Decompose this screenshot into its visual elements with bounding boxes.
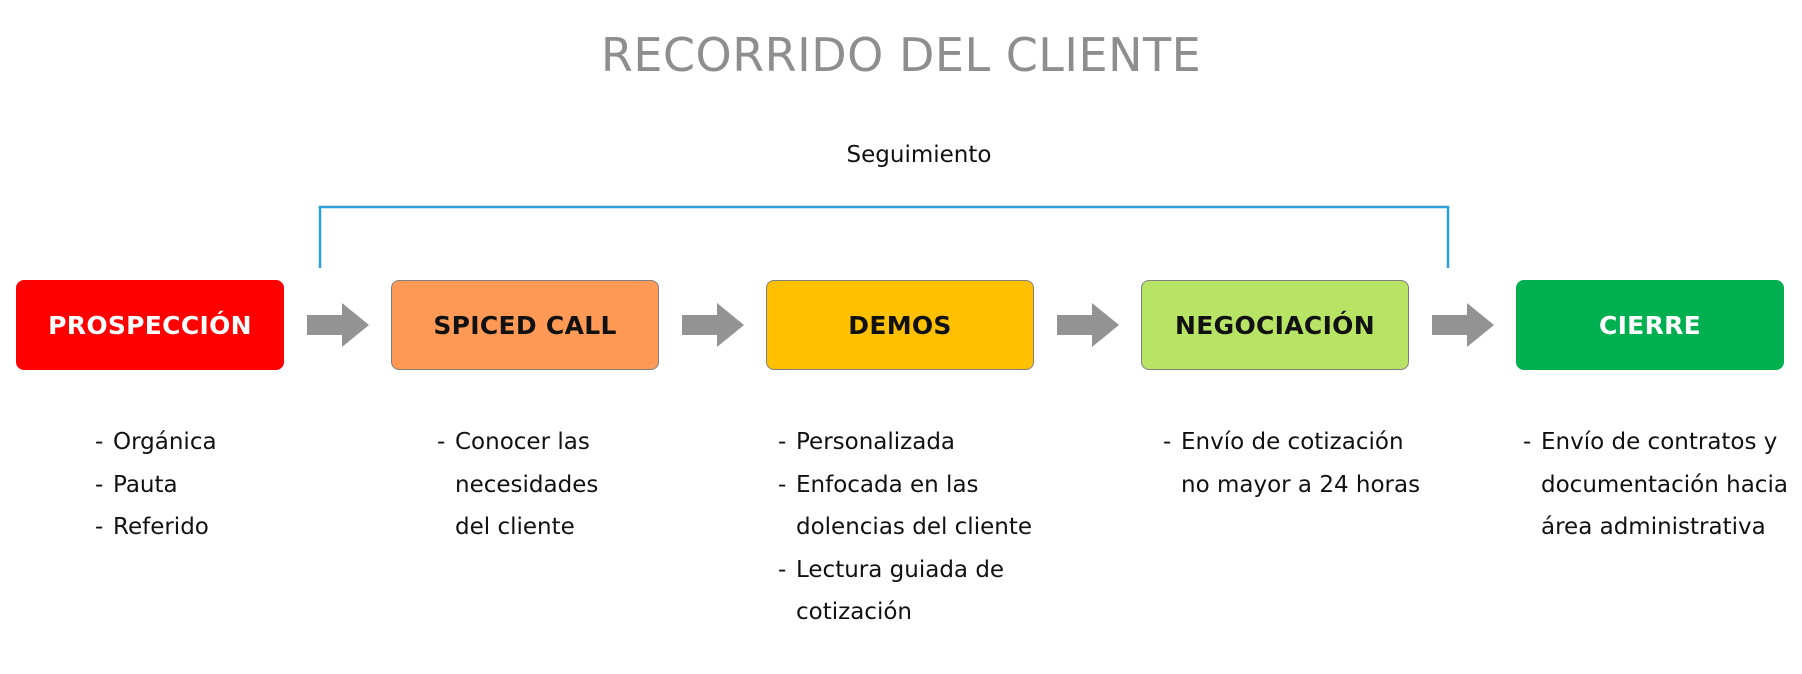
stage-box-cierre: CIERRE (1516, 280, 1784, 370)
detail-bullet: Personalizada (778, 421, 1032, 464)
detail-line: dolencias del cliente (796, 514, 1032, 540)
stage-label: DEMOS (848, 310, 952, 340)
flow-arrow-icon (1432, 303, 1494, 347)
stage-box-demos: DEMOS (766, 280, 1034, 370)
detail-line: necesidades (455, 471, 599, 498)
detail-line: Referido (113, 514, 209, 540)
flow-arrow-icon (1057, 303, 1119, 347)
flow-arrow-icon (307, 303, 369, 347)
stage-box-spiced-call: SPICED CALL (391, 280, 659, 370)
detail-line: área administrativa (1541, 514, 1766, 540)
diagram-title: RECORRIDO DEL CLIENTE (600, 28, 1202, 82)
detail-bullet: Conocer las necesidades del cliente (437, 421, 598, 549)
stage-details-prospeccion: OrgánicaPautaReferido (95, 421, 217, 549)
detail-bullet: Envío de cotización no mayor a 24 horas (1163, 421, 1420, 506)
detail-bullet: Orgánica (95, 421, 217, 464)
stage-label: SPICED CALL (433, 310, 617, 340)
detail-bullet: Referido (95, 506, 217, 549)
stage-label: PROSPECCIÓN (48, 310, 252, 340)
detail-bullet: Lectura guiada de cotización (778, 549, 1032, 634)
detail-line: Orgánica (113, 429, 217, 455)
detail-line: Lectura guiada de (796, 556, 1005, 583)
stage-box-prospeccion: PROSPECCIÓN (16, 280, 284, 370)
stage-details-spiced-call: Conocer las necesidades del cliente (437, 421, 598, 549)
stage-details-cierre: Envío de contratos y documentación hacia á… (1523, 421, 1788, 549)
detail-line: Envío de contratos y (1541, 429, 1778, 455)
detail-line: cotización (796, 599, 912, 625)
followup-label: Seguimiento (846, 142, 992, 168)
detail-line: del cliente (455, 514, 575, 540)
detail-bullet: Pauta (95, 464, 217, 507)
detail-bullet: Enfocada en las dolencias del cliente (778, 464, 1032, 549)
detail-line: Pauta (113, 471, 178, 498)
detail-line: Enfocada en las (796, 471, 979, 498)
detail-line: Personalizada (796, 429, 956, 455)
flow-arrow-icon (682, 303, 744, 347)
stage-details-negociacion: Envío de cotización no mayor a 24 horas (1163, 421, 1420, 506)
stage-label: NEGOCIACIÓN (1175, 310, 1375, 340)
stage-label: CIERRE (1598, 310, 1702, 340)
detail-line: Envío de cotización (1181, 429, 1404, 455)
stage-details-demos: PersonalizadaEnfocada en las dolencias de… (778, 421, 1032, 634)
stage-box-negociacion: NEGOCIACIÓN (1141, 280, 1409, 370)
detail-line: Conocer las (455, 429, 590, 455)
detail-bullet: Envío de contratos y documentación hacia á… (1523, 421, 1788, 549)
detail-line: no mayor a 24 horas (1181, 471, 1421, 498)
detail-line: documentación hacia (1541, 471, 1788, 498)
